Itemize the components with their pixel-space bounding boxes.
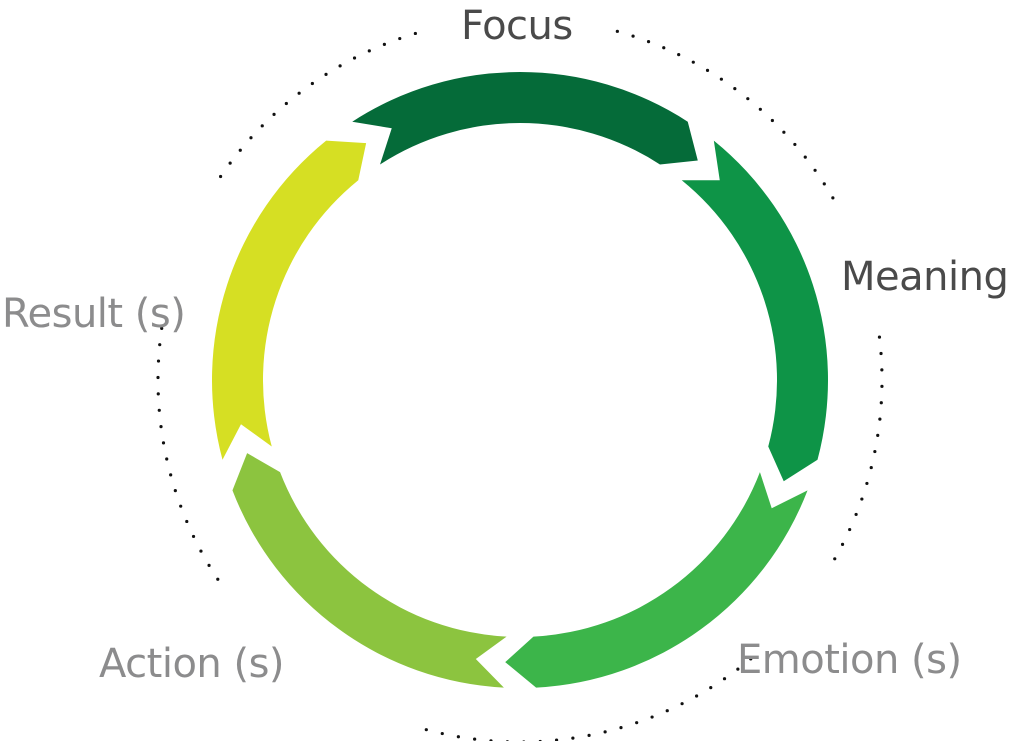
ring-dot <box>338 64 342 68</box>
ring-dot <box>352 56 357 60</box>
ring-dot <box>833 557 837 561</box>
step-label-action: Action (s) <box>99 641 285 687</box>
ring-dot <box>746 97 750 101</box>
ring-dot <box>156 359 161 363</box>
ring-dot <box>709 686 713 690</box>
ring-dot <box>695 694 699 698</box>
ring-dot <box>615 29 619 33</box>
ring-dot <box>157 408 161 412</box>
ring-dot <box>169 473 173 477</box>
cycle-arrow-result <box>211 140 367 460</box>
ring-dot <box>238 148 242 152</box>
ring-dot <box>249 136 253 140</box>
ring-dot <box>619 726 623 730</box>
ring-dot <box>218 174 223 179</box>
step-label-emotion: Emotion (s) <box>737 637 962 683</box>
ring-dot <box>185 519 189 524</box>
ring-dot <box>793 142 797 147</box>
ring-dot <box>831 196 835 200</box>
cycle-arrow-action <box>232 453 507 688</box>
ring-dot <box>879 401 883 405</box>
ring-dot <box>705 68 710 72</box>
ring-dot <box>603 730 607 734</box>
ring-dot <box>587 733 591 737</box>
ring-dot <box>691 60 695 64</box>
ring-dot <box>272 112 276 116</box>
ring-dot <box>440 731 444 736</box>
ring-dot <box>156 375 160 380</box>
ring-dot <box>770 118 774 123</box>
ring-dot <box>473 737 477 741</box>
ring-dot <box>260 124 264 128</box>
ring-dot <box>216 577 220 581</box>
ring-dot <box>854 512 858 517</box>
cycle-arrow-emotion <box>505 472 808 688</box>
ring-dot <box>822 182 826 186</box>
ring-dot <box>173 489 177 493</box>
ring-dot <box>749 657 753 661</box>
step-label-result: Result (s) <box>2 291 186 337</box>
ring-dot <box>879 351 883 356</box>
ring-dot <box>665 709 669 713</box>
ring-dot <box>719 77 723 81</box>
ring-dot <box>165 457 169 461</box>
ring-dot <box>228 161 232 165</box>
ring-dot <box>191 534 196 539</box>
ring-dot <box>840 542 845 546</box>
ring-dot <box>158 343 162 347</box>
ring-dot <box>424 728 428 732</box>
ring-dot <box>873 449 877 454</box>
cycle-arrow-focus <box>352 72 698 165</box>
cycle-arrows <box>211 72 828 688</box>
ring-dot <box>156 392 160 396</box>
ring-dot <box>297 91 301 95</box>
step-label-meaning: Meaning <box>841 254 1009 300</box>
ring-dot <box>869 465 873 470</box>
ring-dot <box>860 497 864 501</box>
step-label-focus: Focus <box>461 3 573 49</box>
ring-dot <box>456 735 460 739</box>
ring-dot <box>758 107 762 111</box>
ring-dot <box>877 335 882 339</box>
ring-dot <box>554 738 559 741</box>
ring-dot <box>571 736 575 740</box>
ring-dot <box>677 53 681 57</box>
ring-dot <box>367 49 371 53</box>
ring-dot <box>848 527 852 532</box>
ring-dot <box>876 433 880 437</box>
ring-dot <box>782 130 786 134</box>
ring-dot <box>382 42 386 46</box>
ring-dot <box>179 504 183 508</box>
ring-dot <box>398 36 402 41</box>
ring-dot <box>880 384 884 388</box>
ring-dot <box>736 667 740 671</box>
ring-dot <box>733 87 737 91</box>
ring-dot <box>878 417 882 421</box>
ring-dot <box>160 326 164 330</box>
ring-dot <box>159 425 163 429</box>
ring-dot <box>680 702 684 706</box>
ring-dot <box>199 549 203 553</box>
ring-dot <box>310 81 314 86</box>
ring-dot <box>803 155 807 159</box>
ring-dot <box>284 101 288 106</box>
ring-dot <box>722 677 727 681</box>
cycle-arrow-meaning <box>681 140 828 482</box>
ring-dot <box>865 481 869 486</box>
ring-dot <box>635 721 639 725</box>
ring-dot <box>631 34 635 38</box>
ring-dot <box>813 168 817 172</box>
ring-dot <box>880 368 884 372</box>
ring-dot <box>662 46 666 50</box>
ring-dot <box>650 715 654 719</box>
dotted-outer-ring <box>156 29 884 741</box>
ring-dot <box>646 39 651 44</box>
ring-dot <box>207 563 211 567</box>
ring-dot <box>413 31 417 36</box>
ring-dot <box>161 441 166 445</box>
ring-dot <box>324 72 328 76</box>
